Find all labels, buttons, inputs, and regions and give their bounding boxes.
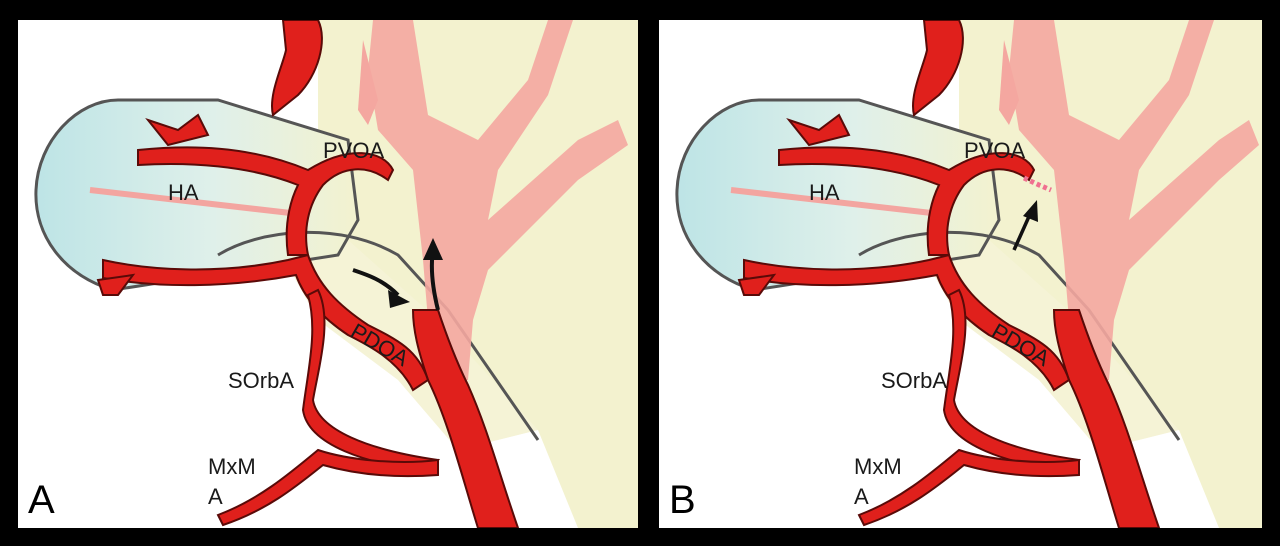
pointer-arrowhead: [1023, 200, 1038, 222]
mxma-artery: [216, 448, 439, 527]
branch-lower-left: [96, 273, 136, 296]
mxma-artery: [857, 448, 1080, 527]
fissure-line: [858, 230, 1181, 441]
label-mxma: MxM A: [208, 454, 256, 509]
lower-branch: [102, 253, 430, 392]
panel-letter-b: B: [669, 478, 696, 522]
label-pvoa: PVOA: [323, 138, 385, 163]
label-ha: HA: [809, 180, 840, 205]
top-artery: [912, 20, 964, 117]
main-trunk: [1052, 309, 1161, 528]
vein-trunk: [1009, 20, 1259, 380]
label-sorba: SOrbA: [881, 368, 948, 393]
panel-letter-a: A: [28, 478, 55, 522]
vein-branch: [358, 40, 378, 125]
panel-a: HA PVOA PDOA SOrbA MxM A A: [18, 20, 638, 528]
branch-upper-left: [145, 113, 210, 147]
main-trunk: [411, 309, 520, 528]
flow-arrowhead-up: [423, 238, 443, 260]
lower-branch: [743, 253, 1071, 392]
pvoa-arc: [137, 146, 395, 256]
label-mxma: MxM A: [854, 454, 902, 509]
label-ha: HA: [168, 180, 199, 205]
vascular-diagram-b: [675, 20, 1262, 528]
branch-upper-left: [786, 113, 851, 147]
ha-vessel: [89, 187, 309, 218]
panel-b: HA PVOA PDOA SOrbA MxM A B: [659, 20, 1262, 528]
pointer-arrow: [1012, 211, 1033, 251]
vein-branch: [999, 40, 1019, 125]
flow-arrow-right: [352, 268, 400, 297]
occlusion-marker: [1022, 175, 1052, 193]
fissure-line: [217, 230, 540, 441]
ha-vessel: [730, 187, 950, 218]
label-pvoa: PVOA: [964, 138, 1026, 163]
branch-lower-left: [737, 273, 777, 296]
flow-arrowhead-right: [388, 290, 410, 308]
vascular-diagram-a: [34, 20, 638, 528]
label-sorba: SOrbA: [228, 368, 295, 393]
pvoa-arc: [778, 146, 1036, 256]
top-artery: [271, 20, 323, 117]
